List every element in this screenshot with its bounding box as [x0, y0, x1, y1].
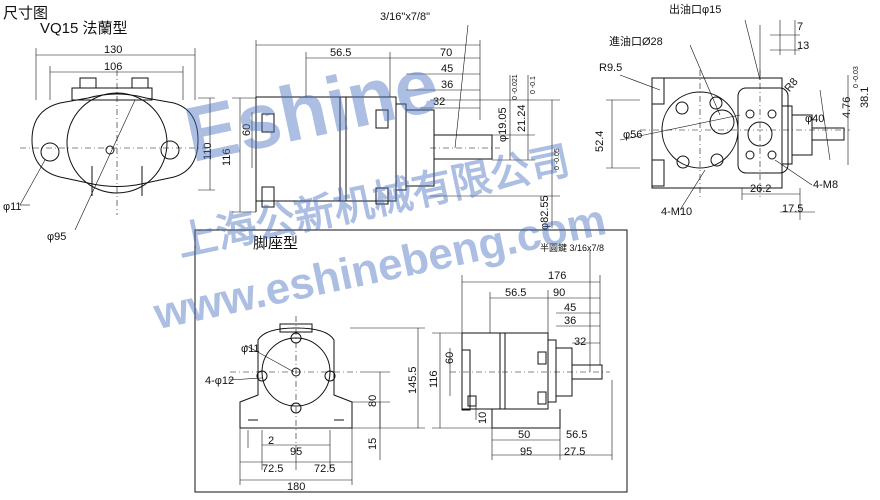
foot-dim-36: 36: [564, 315, 577, 327]
flange-side-view: [232, 24, 560, 228]
foot-key-label: 半圓鍵 3/16x7/8: [540, 243, 605, 253]
foot-dim-phi11: φ11: [241, 343, 260, 355]
foot-dim-80: 80: [367, 394, 379, 407]
drawing-title: 尺寸图: [3, 6, 49, 22]
tol-4-76: 0 -0.03: [853, 66, 860, 88]
foot-dim-116: 116: [428, 370, 440, 388]
dim-26-2: 26.2: [750, 183, 772, 195]
dim-17-5: 17.5: [782, 203, 804, 215]
flange-front-view: [19, 48, 215, 231]
foot-dim-176: 176: [548, 270, 567, 282]
key-thread: 3/16"x7/8": [380, 11, 431, 23]
foot-model-label: 脚座型: [253, 235, 299, 252]
dim-36: 36: [441, 79, 454, 91]
foot-dim-95: 95: [290, 446, 303, 458]
flange-back-view: [606, 19, 850, 220]
tol-21-24: 0 -0.1: [530, 76, 537, 94]
dim-phi40: φ40: [805, 113, 825, 125]
dim-phi19: φ19.05: [497, 107, 509, 142]
foot-dim-95: 95: [520, 446, 533, 458]
foot-dim-145-5: 145.5: [407, 366, 419, 394]
dim-70: 70: [440, 47, 453, 59]
dim-52-4: 52.4: [594, 130, 606, 152]
foot-dim-180: 180: [287, 481, 306, 493]
foot-dim-90: 90: [553, 287, 566, 299]
foot-dim-56-5b: 56.5: [566, 429, 588, 441]
dim-7: 7: [797, 21, 804, 33]
dim-56-5: 56.5: [330, 47, 352, 59]
foot-dim-10: 10: [477, 411, 489, 424]
dim-32: 32: [433, 96, 446, 108]
dim-4m10: 4-M10: [661, 206, 693, 218]
foot-dim-56-5: 56.5: [505, 287, 527, 299]
foot-dim-15: 15: [367, 437, 379, 450]
foot-dim-50: 50: [518, 429, 531, 441]
foot-dim-4phi12: 4-φ12: [205, 375, 235, 387]
dim-4m8: 4-M8: [813, 179, 839, 191]
inlet-label: 進油口Ø28: [609, 36, 663, 48]
dim-r9-5: R9.5: [599, 62, 623, 74]
outlet-label: 出油口φ15: [669, 4, 722, 16]
foot-front-view: [227, 316, 425, 485]
dim-phi95: φ95: [47, 231, 67, 243]
dim-45: 45: [441, 63, 454, 75]
dim-106: 106: [104, 61, 123, 73]
flange-model-label: VQ15 法蘭型: [40, 20, 128, 37]
dim-phi56: φ56: [623, 129, 643, 141]
dim-130: 130: [104, 44, 123, 56]
foot-dim-72-5a: 72.5: [262, 463, 284, 475]
dim-13: 13: [797, 40, 810, 52]
foot-dim-32: 32: [574, 336, 587, 348]
dim-38-1: 38.1: [859, 86, 871, 108]
foot-frame: [194, 229, 628, 493]
foot-side-view: [432, 250, 613, 460]
dim-21-24: 21.24: [516, 104, 528, 132]
foot-dim-45: 45: [564, 302, 577, 314]
foot-dim-27-5: 27.5: [564, 446, 586, 458]
tol-phi19: 0 -0.021: [512, 74, 519, 100]
dim-4-76: 4.76: [841, 96, 853, 118]
foot-dim-2: 2: [268, 435, 275, 447]
foot-dim-72-5b: 72.5: [314, 463, 336, 475]
foot-dim-60: 60: [444, 351, 456, 364]
dim-phi11: φ11: [3, 201, 22, 213]
